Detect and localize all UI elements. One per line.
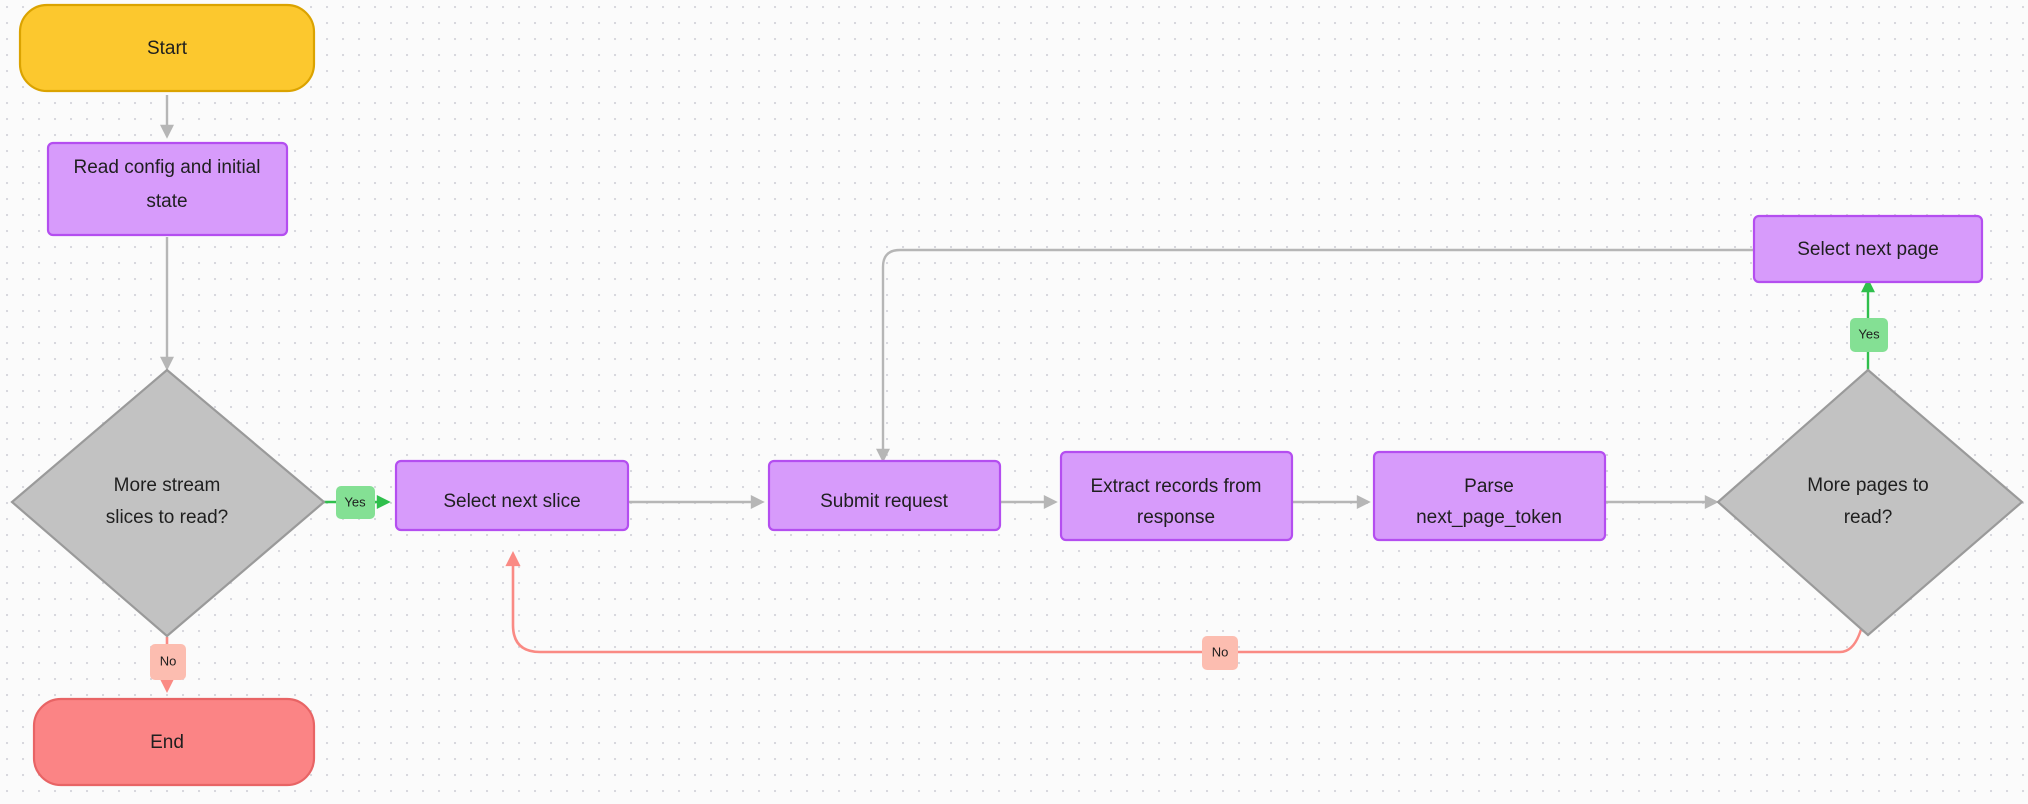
start-shape[interactable] [18,3,316,93]
read-config-shape[interactable] [46,141,289,237]
node-group: Start Read config and initial state More… [10,3,2024,787]
edge-label-no-pages[interactable]: No [1202,636,1238,670]
yes-pages-chip[interactable] [1850,318,1888,352]
edge-next-page-to-submit [876,248,1753,463]
next-slice-shape[interactable] [394,459,630,532]
edge-label-no-slices[interactable]: No [150,644,186,680]
node-end[interactable]: End [32,697,316,787]
more-pages-shape[interactable] [1716,368,2024,637]
node-next-slice[interactable]: Select next slice [394,459,630,532]
yes-slices-chip[interactable] [336,486,375,519]
node-parse-token[interactable]: Parse next_page_token [1372,450,1607,542]
next-page-shape[interactable] [1752,214,1984,284]
edge-label-yes-slices[interactable]: Yes [336,486,375,519]
node-read-config[interactable]: Read config and initial state [46,141,289,237]
node-extract[interactable]: Extract records from response [1059,450,1294,542]
edge-label-yes-pages[interactable]: Yes [1850,318,1888,352]
no-pages-chip[interactable] [1202,636,1238,670]
node-next-page[interactable]: Select next page [1752,214,1984,284]
node-more-pages[interactable]: More pages to read? [1716,368,2024,637]
more-slices-shape[interactable] [10,368,326,638]
extract-shape[interactable] [1059,450,1294,542]
node-more-slices[interactable]: More stream slices to read? [10,368,326,638]
end-shape[interactable] [32,697,316,787]
node-submit[interactable]: Submit request [767,459,1002,532]
edge-group [159,95,1875,694]
parse-token-shape[interactable] [1372,450,1607,542]
submit-shape[interactable] [767,459,1002,532]
no-slices-chip[interactable] [150,644,186,680]
edge-more-pages-no-to-next-slice [505,550,1870,654]
node-start[interactable]: Start [18,3,316,93]
